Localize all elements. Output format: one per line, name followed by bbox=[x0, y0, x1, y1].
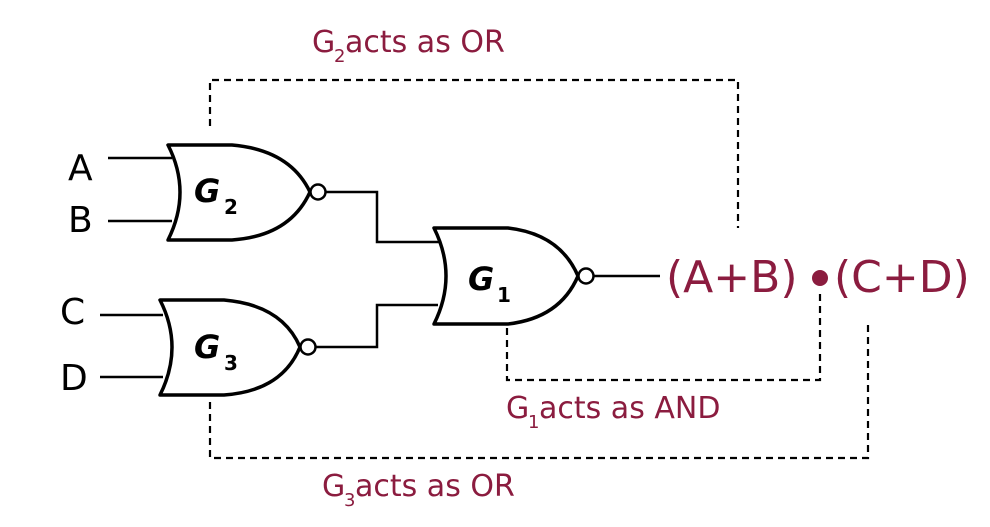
annotation-g1-letter: G bbox=[506, 391, 529, 426]
gate-g1 bbox=[432, 226, 580, 326]
gate-g3-label-sub: 3 bbox=[224, 351, 238, 375]
gate-g1-bubble bbox=[577, 267, 595, 285]
annotation-g3-letter: G bbox=[322, 469, 345, 504]
gate-g2 bbox=[166, 143, 312, 242]
gate-g3 bbox=[158, 298, 302, 397]
annotation-g2-sub: 2 bbox=[334, 46, 345, 67]
annotation-g3-text: acts as OR bbox=[355, 469, 515, 504]
gate-g3-label: G bbox=[194, 328, 220, 366]
annotation-g3-sub: 3 bbox=[344, 490, 355, 511]
annotation-g1-sub: 1 bbox=[528, 412, 539, 433]
input-label-c: C bbox=[60, 292, 85, 333]
gate-g2-bubble bbox=[309, 183, 327, 201]
wire-g2-to-g1 bbox=[326, 190, 440, 244]
input-label-b: B bbox=[68, 200, 93, 241]
dashed-guide-g1 bbox=[505, 292, 822, 382]
input-label-a: A bbox=[68, 148, 93, 189]
dashed-guide-g2 bbox=[208, 78, 740, 228]
annotation-g2-letter: G bbox=[312, 25, 335, 60]
input-label-d: D bbox=[60, 358, 88, 399]
gate-g2-label: G bbox=[194, 172, 220, 210]
dashed-guide-g3 bbox=[208, 322, 870, 460]
wire-g3-to-g1 bbox=[316, 303, 438, 349]
gate-g1-label-sub: 1 bbox=[497, 283, 511, 307]
output-expression-right: (C+D) bbox=[834, 252, 970, 303]
annotation-g1-text: acts as AND bbox=[539, 391, 720, 426]
annotation-g2-text: acts as OR bbox=[345, 25, 505, 60]
gate-g2-label-sub: 2 bbox=[224, 195, 238, 219]
and-dot-icon bbox=[812, 270, 828, 286]
output-expression-left: (A+B) bbox=[666, 252, 797, 303]
gate-g3-bubble bbox=[299, 338, 317, 356]
gate-g1-label: G bbox=[468, 260, 494, 298]
